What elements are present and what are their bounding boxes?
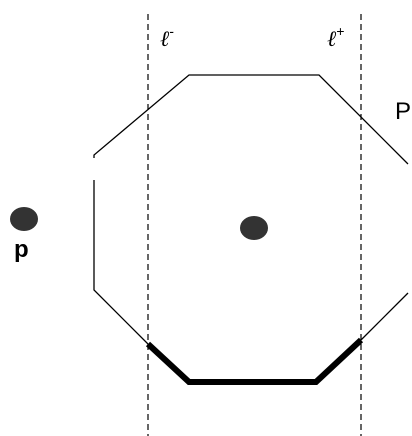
line-l-minus-sup: - [169,23,174,39]
external-point [10,207,38,231]
line-l-plus-sup: + [336,23,344,39]
polygon-label: P [395,98,411,125]
polygon-outline-upper [93,74,409,165]
polygon-outline-lower-right [360,292,409,341]
line-l-minus-symbol: ℓ [160,27,170,52]
center-point [240,216,268,240]
line-l-minus-label: ℓ- [160,23,174,52]
point-label: p [14,236,29,263]
polygon-outline-lower-left [93,180,149,345]
polygon-bold-chain [145,337,364,385]
line-l-plus-symbol: ℓ [327,27,337,52]
line-l-plus-label: ℓ+ [327,23,344,52]
